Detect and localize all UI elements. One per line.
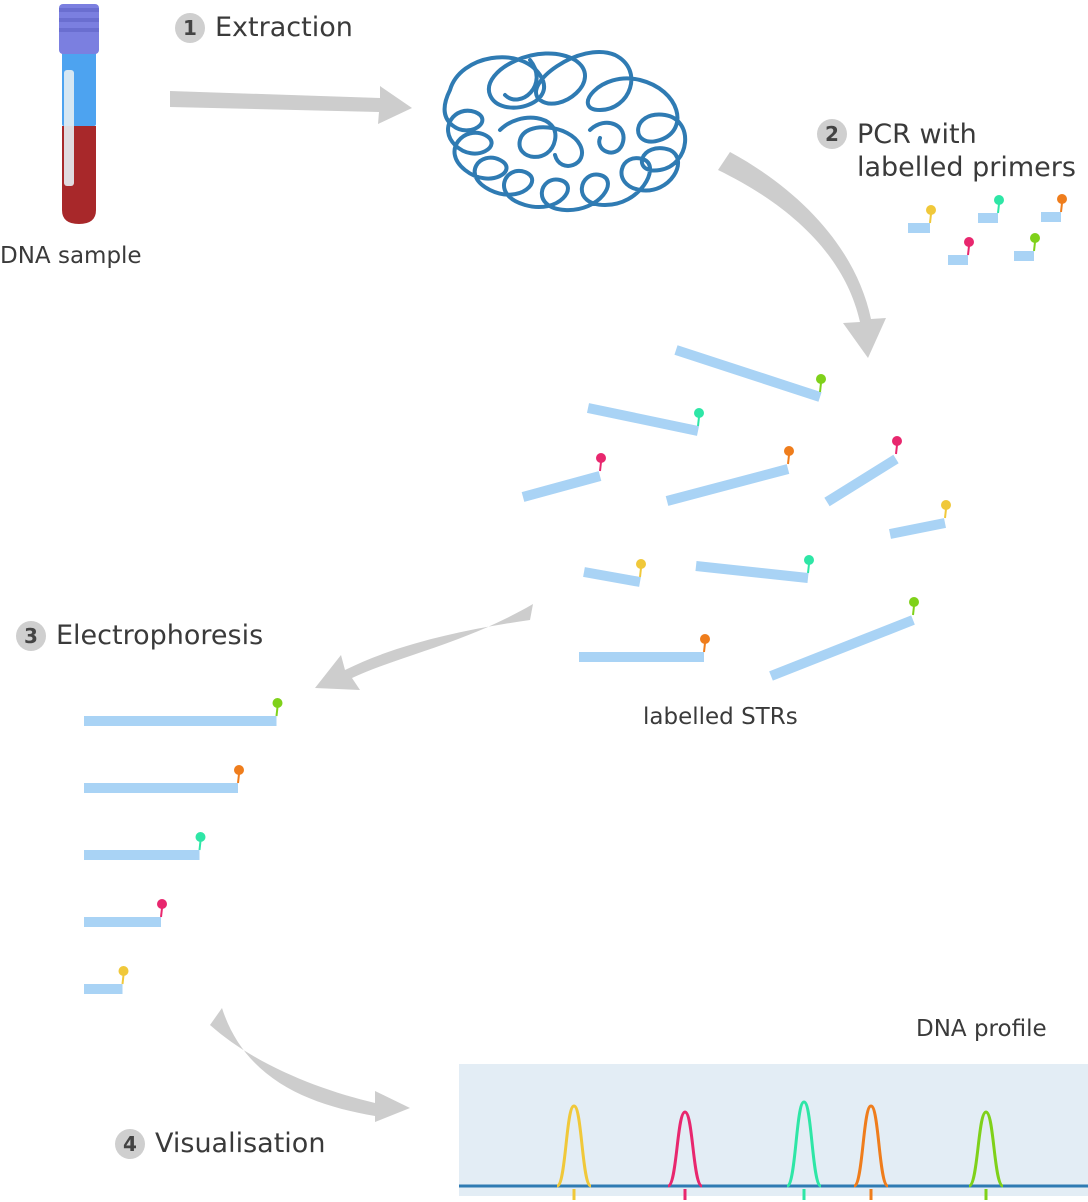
labelled-str xyxy=(583,559,646,587)
primer xyxy=(948,237,974,265)
electrophoresis-band xyxy=(84,966,129,994)
dna-profile-label: DNA profile xyxy=(916,1016,1047,1042)
electrophoresis-band xyxy=(84,765,244,793)
labelled-str xyxy=(586,403,704,436)
dna-coil-icon xyxy=(442,50,688,213)
primer xyxy=(1014,233,1040,261)
labelled-str xyxy=(665,446,794,506)
primer xyxy=(978,195,1004,223)
arrow-visualisation xyxy=(210,1008,410,1122)
labelled-str xyxy=(579,634,710,662)
step-1-extraction: 1 Extraction xyxy=(175,12,353,43)
test-tube-icon xyxy=(59,4,99,224)
step-label-line2: labelled primers xyxy=(857,152,1076,183)
labelled-str xyxy=(889,500,951,539)
flow-arrows xyxy=(170,86,886,1122)
step-3-electrophoresis: 3 Electrophoresis xyxy=(16,620,263,651)
profile-peak xyxy=(967,1110,1005,1200)
electrophoresis-bands xyxy=(84,698,283,994)
step-number: 4 xyxy=(115,1128,145,1159)
step-4-visualisation: 4 Visualisation xyxy=(115,1128,325,1159)
labelled-str xyxy=(824,436,902,507)
step-label: Visualisation xyxy=(155,1128,326,1159)
labelled-str xyxy=(521,453,606,502)
labelled-strs xyxy=(521,345,951,681)
step-label: PCR with xyxy=(857,119,977,150)
profile-peaks xyxy=(555,1100,1005,1200)
step-number: 2 xyxy=(817,119,847,149)
step-label: Electrophoresis xyxy=(56,620,264,651)
profile-peak xyxy=(555,1104,593,1200)
electrophoresis-band xyxy=(84,899,167,927)
primer xyxy=(1041,194,1067,222)
profile-peak xyxy=(785,1100,823,1200)
step-number: 3 xyxy=(16,620,46,651)
profile-peak xyxy=(666,1110,704,1200)
arrow-electrophoresis xyxy=(315,604,533,690)
labelled-str xyxy=(769,597,919,681)
arrow-pcr xyxy=(718,152,886,358)
labelled-str xyxy=(674,345,826,402)
labelled-primers xyxy=(908,194,1067,265)
dna-profile-panel xyxy=(459,1064,1088,1196)
dna-sample-label: DNA sample xyxy=(0,243,142,269)
labelled-str xyxy=(695,555,814,583)
electrophoresis-band xyxy=(84,698,283,726)
primer xyxy=(908,205,936,233)
arrow-extraction xyxy=(170,86,412,124)
step-number: 1 xyxy=(175,12,205,43)
profile-peak xyxy=(852,1104,890,1200)
electrophoresis-band xyxy=(84,832,206,860)
labelled-strs-label: labelled STRs xyxy=(643,704,798,730)
step-label: Extraction xyxy=(215,12,353,43)
step-2-pcr: 2 PCR with labelled primers xyxy=(817,118,1076,184)
